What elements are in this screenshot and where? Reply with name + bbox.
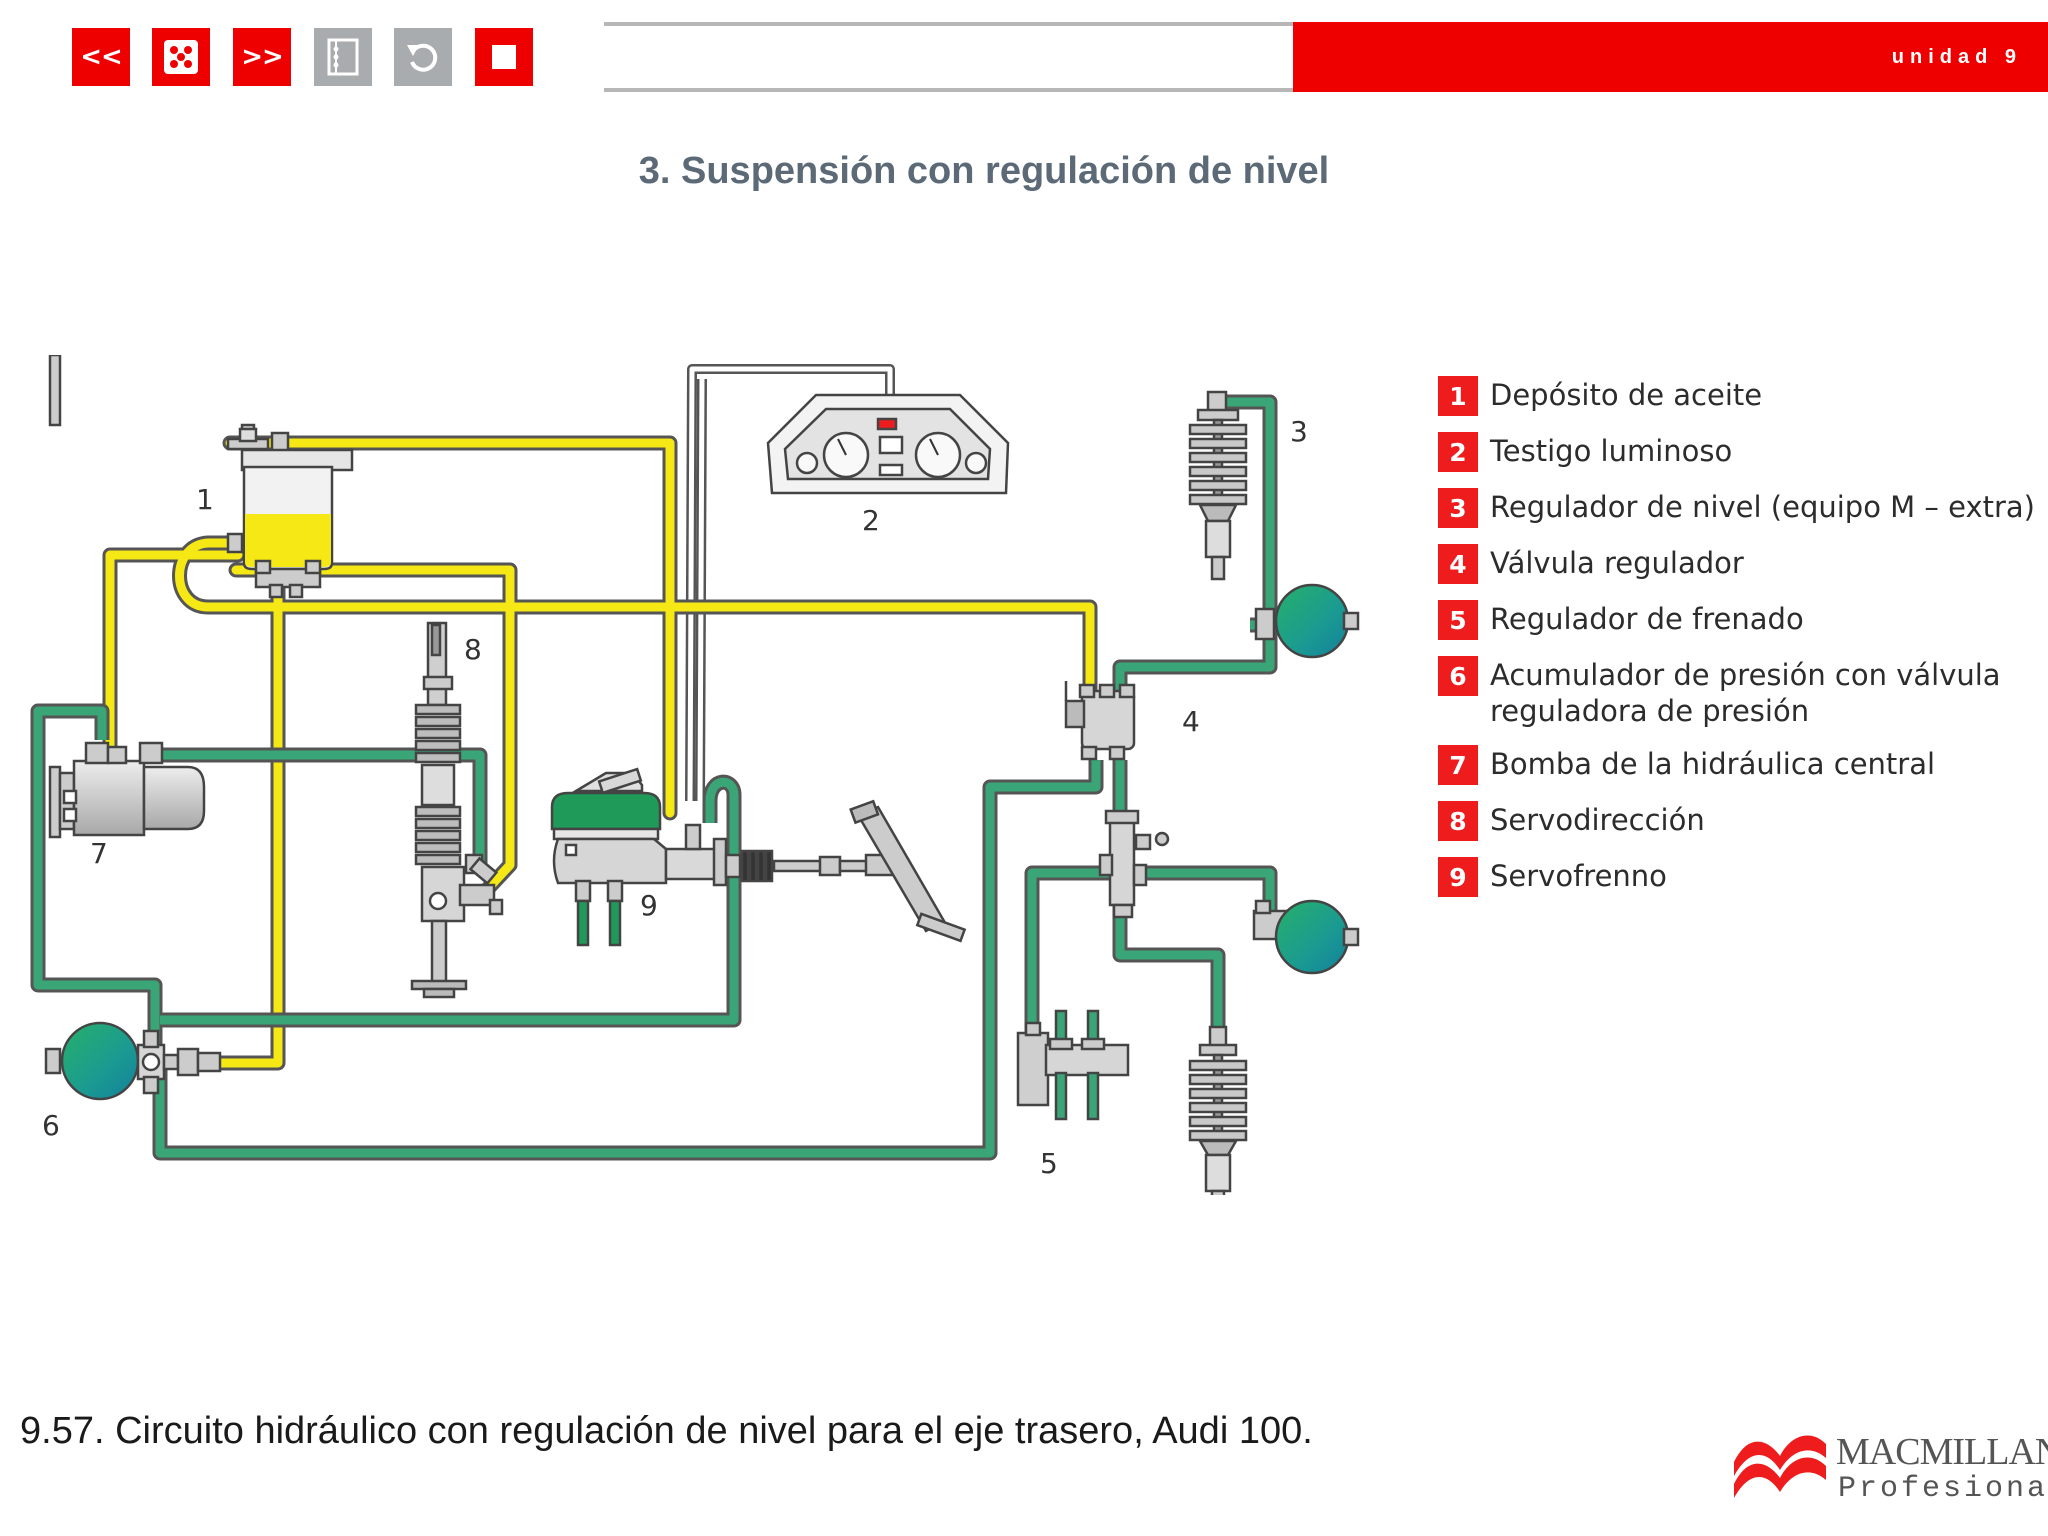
previous-icon: << bbox=[80, 42, 123, 72]
legend-item: 5 Regulador de frenado bbox=[1438, 600, 2038, 640]
legend-number: 9 bbox=[1438, 857, 1478, 897]
legend-text: Testigo luminoso bbox=[1490, 434, 1733, 468]
legend-text: Regulador de nivel (equipo M – extra) bbox=[1490, 490, 2035, 524]
logo-subtitle: Profesional bbox=[1838, 1472, 2048, 1506]
next-icon: >> bbox=[241, 42, 284, 72]
legend-text: Bomba de la hidráulica central bbox=[1490, 747, 1936, 781]
index-button[interactable] bbox=[314, 28, 372, 86]
accumulator-with-valve bbox=[44, 1021, 222, 1101]
next-button[interactable]: >> bbox=[233, 28, 291, 86]
diagram-label-2: 2 bbox=[862, 504, 880, 537]
legend-number: 3 bbox=[1438, 488, 1478, 528]
legend-item: 7 Bomba de la hidráulica central bbox=[1438, 745, 2038, 785]
pressure-accumulator bbox=[1254, 583, 1360, 659]
diagram-label-5: 5 bbox=[1040, 1147, 1058, 1180]
legend-item: 2 Testigo luminoso bbox=[1438, 432, 2038, 472]
diagram-label-4: 4 bbox=[1182, 705, 1200, 738]
figure-caption: 9.57. Circuito hidráulico con regulación… bbox=[20, 1410, 1313, 1452]
index-icon bbox=[327, 38, 359, 76]
legend-text: Válvula regulador bbox=[1490, 546, 1744, 580]
legend-number: 4 bbox=[1438, 544, 1478, 584]
diagram-label-6: 6 bbox=[42, 1109, 60, 1142]
unit-label: unidad 9 bbox=[1891, 46, 2022, 68]
stop-button[interactable] bbox=[475, 28, 533, 86]
legend-number: 8 bbox=[1438, 801, 1478, 841]
level-regulator-strut bbox=[1188, 390, 1248, 581]
pressure-accumulator bbox=[1252, 899, 1360, 975]
diagram-label-9: 9 bbox=[640, 889, 658, 922]
legend-number: 7 bbox=[1438, 745, 1478, 785]
stop-icon bbox=[492, 45, 516, 69]
regulator-valve bbox=[1064, 681, 1136, 761]
legend-number: 2 bbox=[1438, 432, 1478, 472]
legend-number: 5 bbox=[1438, 600, 1478, 640]
junction-block bbox=[1098, 809, 1170, 919]
suspension-strut bbox=[1188, 1025, 1248, 1195]
back-button[interactable] bbox=[394, 28, 452, 86]
diagram-labels: 1 2 3 4 5 6 7 8 9 bbox=[42, 415, 1308, 1180]
instrument-cluster bbox=[766, 393, 1010, 495]
diagram-label-7: 7 bbox=[90, 837, 108, 870]
diagram-label-8: 8 bbox=[464, 633, 482, 666]
brake-regulator bbox=[1016, 1009, 1130, 1121]
macmillan-logo: MACMILLAN Profesional bbox=[1730, 1422, 2048, 1516]
legend-item: 8 Servodirección bbox=[1438, 801, 2038, 841]
page-title: 3. Suspensión con regulación de nivel bbox=[638, 150, 1330, 192]
legend-item: 1 Depósito de aceite bbox=[1438, 376, 2038, 416]
brake-booster bbox=[550, 767, 967, 947]
power-steering bbox=[410, 621, 504, 999]
legend-number: 1 bbox=[1438, 376, 1478, 416]
menu-dots-icon bbox=[164, 40, 198, 74]
legend-text: Depósito de aceite bbox=[1490, 378, 1763, 412]
legend: 1 Depósito de aceite 2 Testigo luminoso … bbox=[1438, 376, 2038, 913]
macmillan-logo-icon bbox=[1734, 1435, 1826, 1498]
legend-item: 4 Válvula regulador bbox=[1438, 544, 2038, 584]
oil-reservoir bbox=[226, 423, 354, 599]
legend-item: 9 Servofrenno bbox=[1438, 857, 2038, 897]
legend-text: Regulador de frenado bbox=[1490, 602, 1804, 636]
diagram-label-1: 1 bbox=[196, 483, 214, 516]
header-bar bbox=[604, 22, 1294, 92]
legend-item: 6 Acumulador de presión con válvula regu… bbox=[1438, 656, 2038, 729]
menu-button[interactable] bbox=[152, 28, 210, 86]
unit-banner: unidad 9 bbox=[1293, 22, 2048, 92]
previous-button[interactable]: << bbox=[72, 28, 130, 86]
legend-number: 6 bbox=[1438, 656, 1478, 696]
legend-item: 3 Regulador de nivel (equipo M – extra) bbox=[1438, 488, 2038, 528]
diagram-label-3: 3 bbox=[1290, 415, 1308, 448]
legend-text: Acumulador de presión con válvula regula… bbox=[1490, 658, 2001, 728]
logo-wordmark: MACMILLAN bbox=[1836, 1431, 2048, 1473]
central-hydraulic-pump bbox=[48, 355, 206, 839]
legend-text: Servofrenno bbox=[1490, 859, 1667, 893]
legend-text: Servodirección bbox=[1490, 803, 1705, 837]
hydraulic-circuit-diagram: 1 2 3 4 5 6 7 8 9 bbox=[30, 355, 1360, 1195]
back-arrow-icon bbox=[407, 43, 438, 72]
